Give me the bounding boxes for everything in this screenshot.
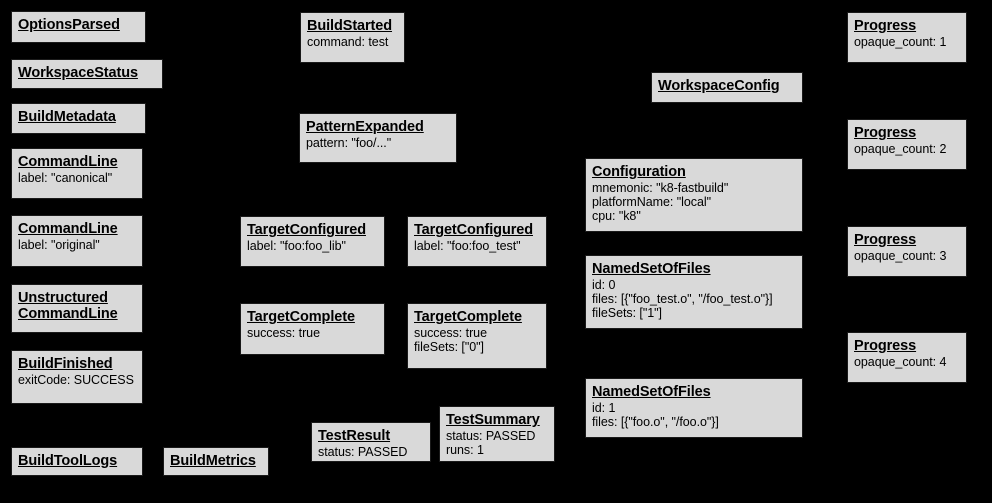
event-node-title: NamedSetOfFiles xyxy=(592,384,711,400)
event-node-title: TargetComplete xyxy=(414,309,522,325)
event-node-fields: label: "original" xyxy=(18,238,136,252)
event-node-fields: label: "foo:foo_test" xyxy=(414,239,540,253)
event-node-title: TargetConfigured xyxy=(247,222,366,238)
event-node-title: CommandLine xyxy=(18,221,118,237)
event-node-fields: exitCode: SUCCESS xyxy=(18,373,136,387)
event-node-title: WorkspaceConfig xyxy=(658,78,780,94)
event-node-workspace-status[interactable]: WorkspaceStatus xyxy=(11,59,163,89)
event-node-field: platformName: "local" xyxy=(592,195,711,210)
event-node-fields: opaque_count: 2 xyxy=(854,142,960,156)
event-node-field: opaque_count: 4 xyxy=(854,355,947,370)
event-node-build-tool-logs[interactable]: BuildToolLogs xyxy=(11,447,143,476)
event-node-field: status: PASSED xyxy=(446,429,536,444)
event-node-title: NamedSetOfFiles xyxy=(592,261,711,277)
event-node-fields: mnemonic: "k8-fastbuild"platformName: "l… xyxy=(592,181,796,223)
event-node-field: exitCode: SUCCESS xyxy=(18,373,134,388)
event-node-fields: command: test xyxy=(307,35,398,49)
event-node-build-metadata[interactable]: BuildMetadata xyxy=(11,103,146,134)
event-node-field: command: test xyxy=(307,35,389,50)
event-node-title: CommandLine xyxy=(18,154,118,170)
event-node-workspace-config[interactable]: WorkspaceConfig xyxy=(651,72,803,103)
event-node-title: Progress xyxy=(854,232,917,248)
event-node-field: fileSets: ["1"] xyxy=(592,306,662,321)
event-node-field: label: "foo:foo_test" xyxy=(414,239,521,254)
event-node-field: id: 0 xyxy=(592,278,616,293)
event-node-title: Progress xyxy=(854,338,917,354)
event-node-title: TargetComplete xyxy=(247,309,355,325)
event-node-field: label: "canonical" xyxy=(18,171,113,186)
event-node-title: BuildMetadata xyxy=(18,109,116,125)
event-node-field: runs: 1 xyxy=(446,443,484,458)
event-node-fields: success: true xyxy=(247,326,378,340)
event-node-unstructured-command-line[interactable]: Unstructured CommandLine xyxy=(11,284,143,333)
event-node-title: TargetConfigured xyxy=(414,222,533,238)
event-node-field: label: "foo:foo_lib" xyxy=(247,239,346,254)
event-node-fields: opaque_count: 1 xyxy=(854,35,960,49)
event-node-title: BuildStarted xyxy=(307,18,393,34)
event-node-field: opaque_count: 2 xyxy=(854,142,947,157)
event-node-fields: label: "foo:foo_lib" xyxy=(247,239,378,253)
event-node-field: opaque_count: 1 xyxy=(854,35,947,50)
event-node-title: BuildToolLogs xyxy=(18,453,118,469)
event-node-title: OptionsParsed xyxy=(18,17,120,33)
event-node-field: id: 1 xyxy=(592,401,616,416)
event-node-title: Progress xyxy=(854,18,917,34)
event-node-field: files: [{"foo_test.o", "/foo_test.o"}] xyxy=(592,292,773,307)
event-node-field: mnemonic: "k8-fastbuild" xyxy=(592,181,729,196)
event-node-fields: label: "canonical" xyxy=(18,171,136,185)
event-node-fields: opaque_count: 3 xyxy=(854,249,960,263)
event-node-build-metrics[interactable]: BuildMetrics xyxy=(163,447,269,476)
event-node-title: BuildFinished xyxy=(18,356,113,372)
event-node-field: opaque_count: 3 xyxy=(854,249,947,264)
event-node-field: status: PASSED xyxy=(318,445,408,460)
event-node-title: PatternExpanded xyxy=(306,119,424,135)
event-node-title: Configuration xyxy=(592,164,686,180)
event-node-field: label: "original" xyxy=(18,238,100,253)
event-node-fields: pattern: "foo/..." xyxy=(306,136,450,150)
event-node-field: pattern: "foo/..." xyxy=(306,136,392,151)
event-node-field: fileSets: ["0"] xyxy=(414,340,484,355)
event-node-fields: status: PASSED xyxy=(318,445,424,459)
event-node-fields: opaque_count: 4 xyxy=(854,355,960,369)
event-node-title: Unstructured CommandLine xyxy=(18,290,118,323)
event-node-field: cpu: "k8" xyxy=(592,209,641,224)
event-node-title: TestResult xyxy=(318,428,391,444)
event-node-title: WorkspaceStatus xyxy=(18,65,138,81)
event-node-options-parsed[interactable]: OptionsParsed xyxy=(11,11,146,43)
event-node-title: TestSummary xyxy=(446,412,540,428)
event-node-field: success: true xyxy=(414,326,487,341)
event-node-field: success: true xyxy=(247,326,320,341)
event-node-field: files: [{"foo.o", "/foo.o"}] xyxy=(592,415,719,430)
event-node-title: BuildMetrics xyxy=(170,453,256,469)
event-node-title: Progress xyxy=(854,125,917,141)
